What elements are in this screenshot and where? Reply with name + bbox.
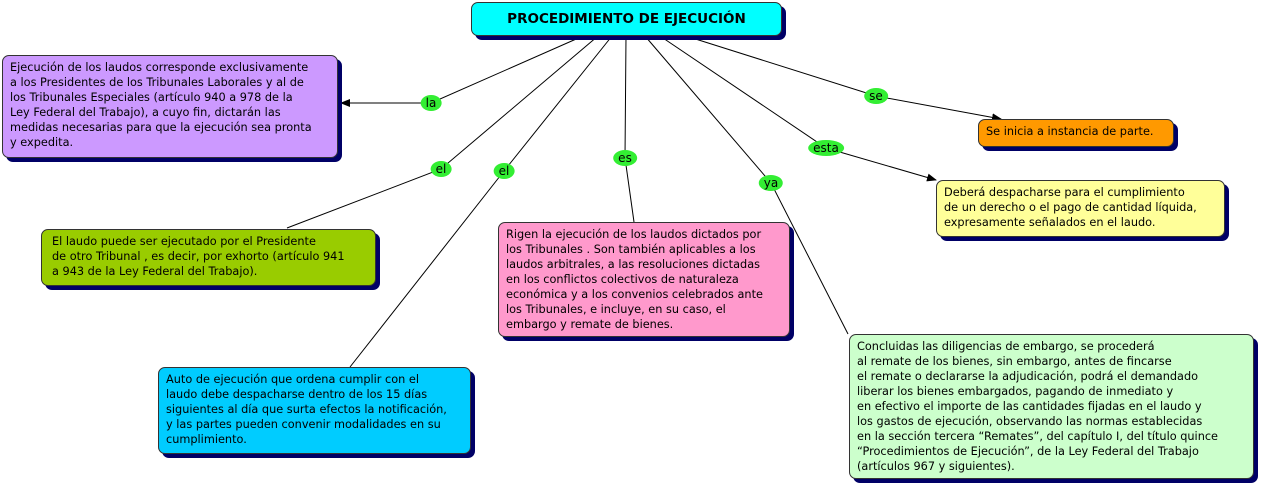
concept-exclusive-execution[interactable]: Ejecución de los laudos corresponde excl… <box>2 55 338 158</box>
concept-auction[interactable]: Concluidas las diligencias de embargo, s… <box>849 334 1254 479</box>
link-label-la: la <box>420 95 442 111</box>
link-label-esta: esta <box>808 140 844 156</box>
link-esta <box>659 35 937 182</box>
link-label-el: el <box>430 161 452 177</box>
link-label-ya: ya <box>758 175 784 191</box>
concept-dispatch[interactable]: Deberá despacharse para el cumplimiento … <box>936 180 1225 237</box>
concept-party-request[interactable]: Se inicia a instancia de parte. <box>978 119 1174 147</box>
link-label-el: el <box>493 163 515 179</box>
link-la <box>340 35 584 107</box>
main-concept-title[interactable]: PROCEDIMIENTO DE EJECUCIÓN <box>471 2 782 36</box>
concept-scope[interactable]: Rigen la ejecución de los laudos dictado… <box>498 222 790 337</box>
concept-execution-order[interactable]: Auto de ejecución que ordena cumplir con… <box>158 367 471 454</box>
link-es <box>624 35 635 223</box>
link-label-se: se <box>864 88 888 104</box>
link-label-es: es <box>613 150 637 166</box>
concept-exhorto[interactable]: El laudo puede ser ejecutado por el Pres… <box>41 229 376 286</box>
link-se <box>685 35 1002 122</box>
